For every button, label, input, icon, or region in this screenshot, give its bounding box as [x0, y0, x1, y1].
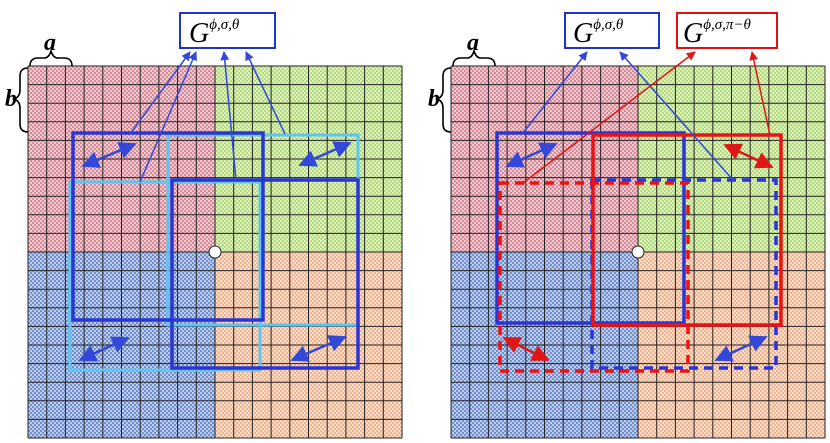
svg-text:Gϕ,σ,θ: Gϕ,σ,θ [573, 17, 624, 49]
arrow-orientation [81, 142, 137, 168]
label-a: a [467, 30, 479, 56]
brace-a: a [452, 30, 496, 67]
svg-text:Gϕ,σ,θ: Gϕ,σ,θ [189, 17, 240, 49]
label-a: a [44, 30, 56, 56]
label-b: b [5, 86, 17, 112]
pointer-line [139, 51, 197, 183]
pointer-line [749, 51, 771, 136]
left-panel: a b Gϕ,σ,θ [5, 12, 403, 439]
arrow-orientation-mirrored [723, 143, 774, 169]
label-main: G [683, 18, 703, 49]
label-main: G [573, 18, 593, 49]
center-point [208, 245, 222, 259]
arrow-orientation [290, 335, 347, 362]
label-superscript: ϕ,σ,θ [209, 17, 240, 33]
brace-b: b [5, 67, 29, 133]
filter-box-light-1 [68, 180, 262, 372]
svg-text:Gϕ,σ,π−θ: Gϕ,σ,π−θ [683, 17, 752, 49]
arrow-orientation [78, 336, 130, 362]
pointer-line [522, 51, 696, 184]
arrow-orientation-mirrored [502, 336, 550, 362]
label-g-theta: Gϕ,σ,θ [564, 12, 660, 49]
pointer-line [521, 51, 588, 135]
pointer-line [220, 51, 237, 181]
pointer-line [619, 51, 734, 181]
label-b: b [428, 86, 440, 112]
arrow-orientation [505, 142, 558, 168]
center-point [631, 245, 645, 259]
arrow-orientation [714, 335, 768, 362]
label-main: G [189, 18, 209, 49]
pointer-line [245, 51, 286, 135]
right-panel: a b Gϕ,σ,θ Gϕ,σ,π−θ [428, 12, 826, 439]
label-g-theta: Gϕ,σ,θ [179, 12, 276, 49]
pointer-line [129, 51, 191, 135]
right-grid [450, 65, 826, 439]
brace-a: a [29, 30, 73, 67]
grid-lines [450, 65, 826, 439]
label-superscript: ϕ,σ,π−θ [703, 17, 751, 33]
filter-box-blue-1 [71, 131, 265, 322]
brace-b: b [428, 67, 452, 133]
label-g-pi-minus-theta: Gϕ,σ,π−θ [676, 12, 778, 49]
filter-box-blue-2 [170, 178, 360, 370]
filter-box-red-solid [591, 133, 783, 327]
arrow-orientation [298, 141, 352, 167]
label-superscript: ϕ,σ,θ [593, 17, 624, 33]
